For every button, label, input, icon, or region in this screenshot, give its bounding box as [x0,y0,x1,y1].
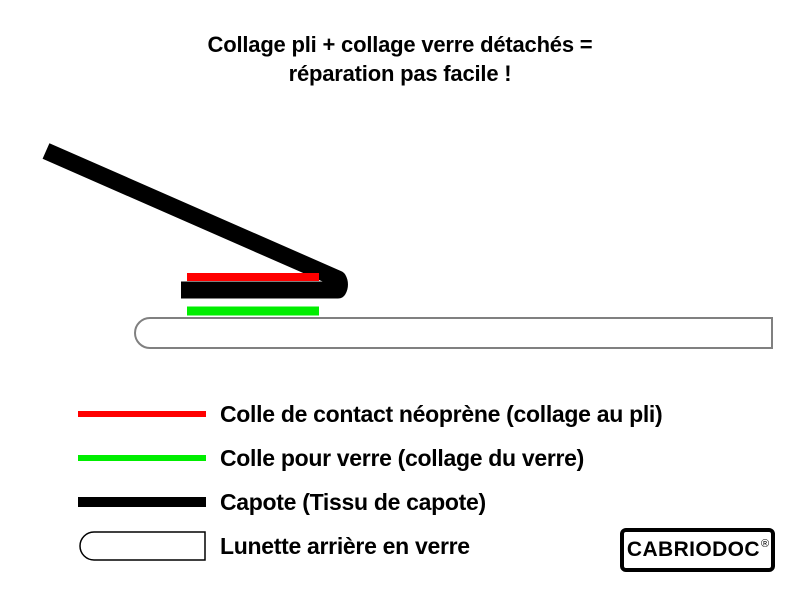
legend-label-glass-glue: Colle pour verre (collage du verre) [220,445,585,471]
capote-fabric-folded-flap [42,143,348,299]
registered-trademark-icon: ® [761,538,770,550]
cabriodoc-logo: CABRIODOC® [620,528,775,572]
legend: Colle de contact néoprène (collage au pl… [78,392,778,568]
legend-item-rear-glass: Lunette arrière en verre [78,524,778,568]
black-thick-line-swatch [78,480,206,524]
legend-label-capote-fabric: Capote (Tissu de capote) [220,489,486,515]
page-title-line-1: Collage pli + collage verre détachés = [207,32,593,57]
page-title-line-2: réparation pas facile ! [288,61,512,86]
legend-item-neoprene-glue: Colle de contact néoprène (collage au pl… [78,392,778,436]
cabriodoc-logo-text: CABRIODOC [626,538,760,561]
legend-label-rear-glass: Lunette arrière en verre [220,533,470,559]
cabriodoc-logo-inner: CABRIODOC® [624,532,771,568]
green-line-swatch [78,436,206,480]
glass-shape-swatch [78,524,206,568]
cross-section-diagram [42,143,773,349]
rear-glass-panel [134,317,773,349]
legend-item-glass-glue: Colle pour verre (collage du verre) [78,436,778,480]
legend-item-capote-fabric: Capote (Tissu de capote) [78,480,778,524]
page-title: Collage pli + collage verre détachés = r… [0,30,800,88]
legend-label-neoprene-glue: Colle de contact néoprène (collage au pl… [220,401,663,427]
red-line-swatch [78,392,206,436]
